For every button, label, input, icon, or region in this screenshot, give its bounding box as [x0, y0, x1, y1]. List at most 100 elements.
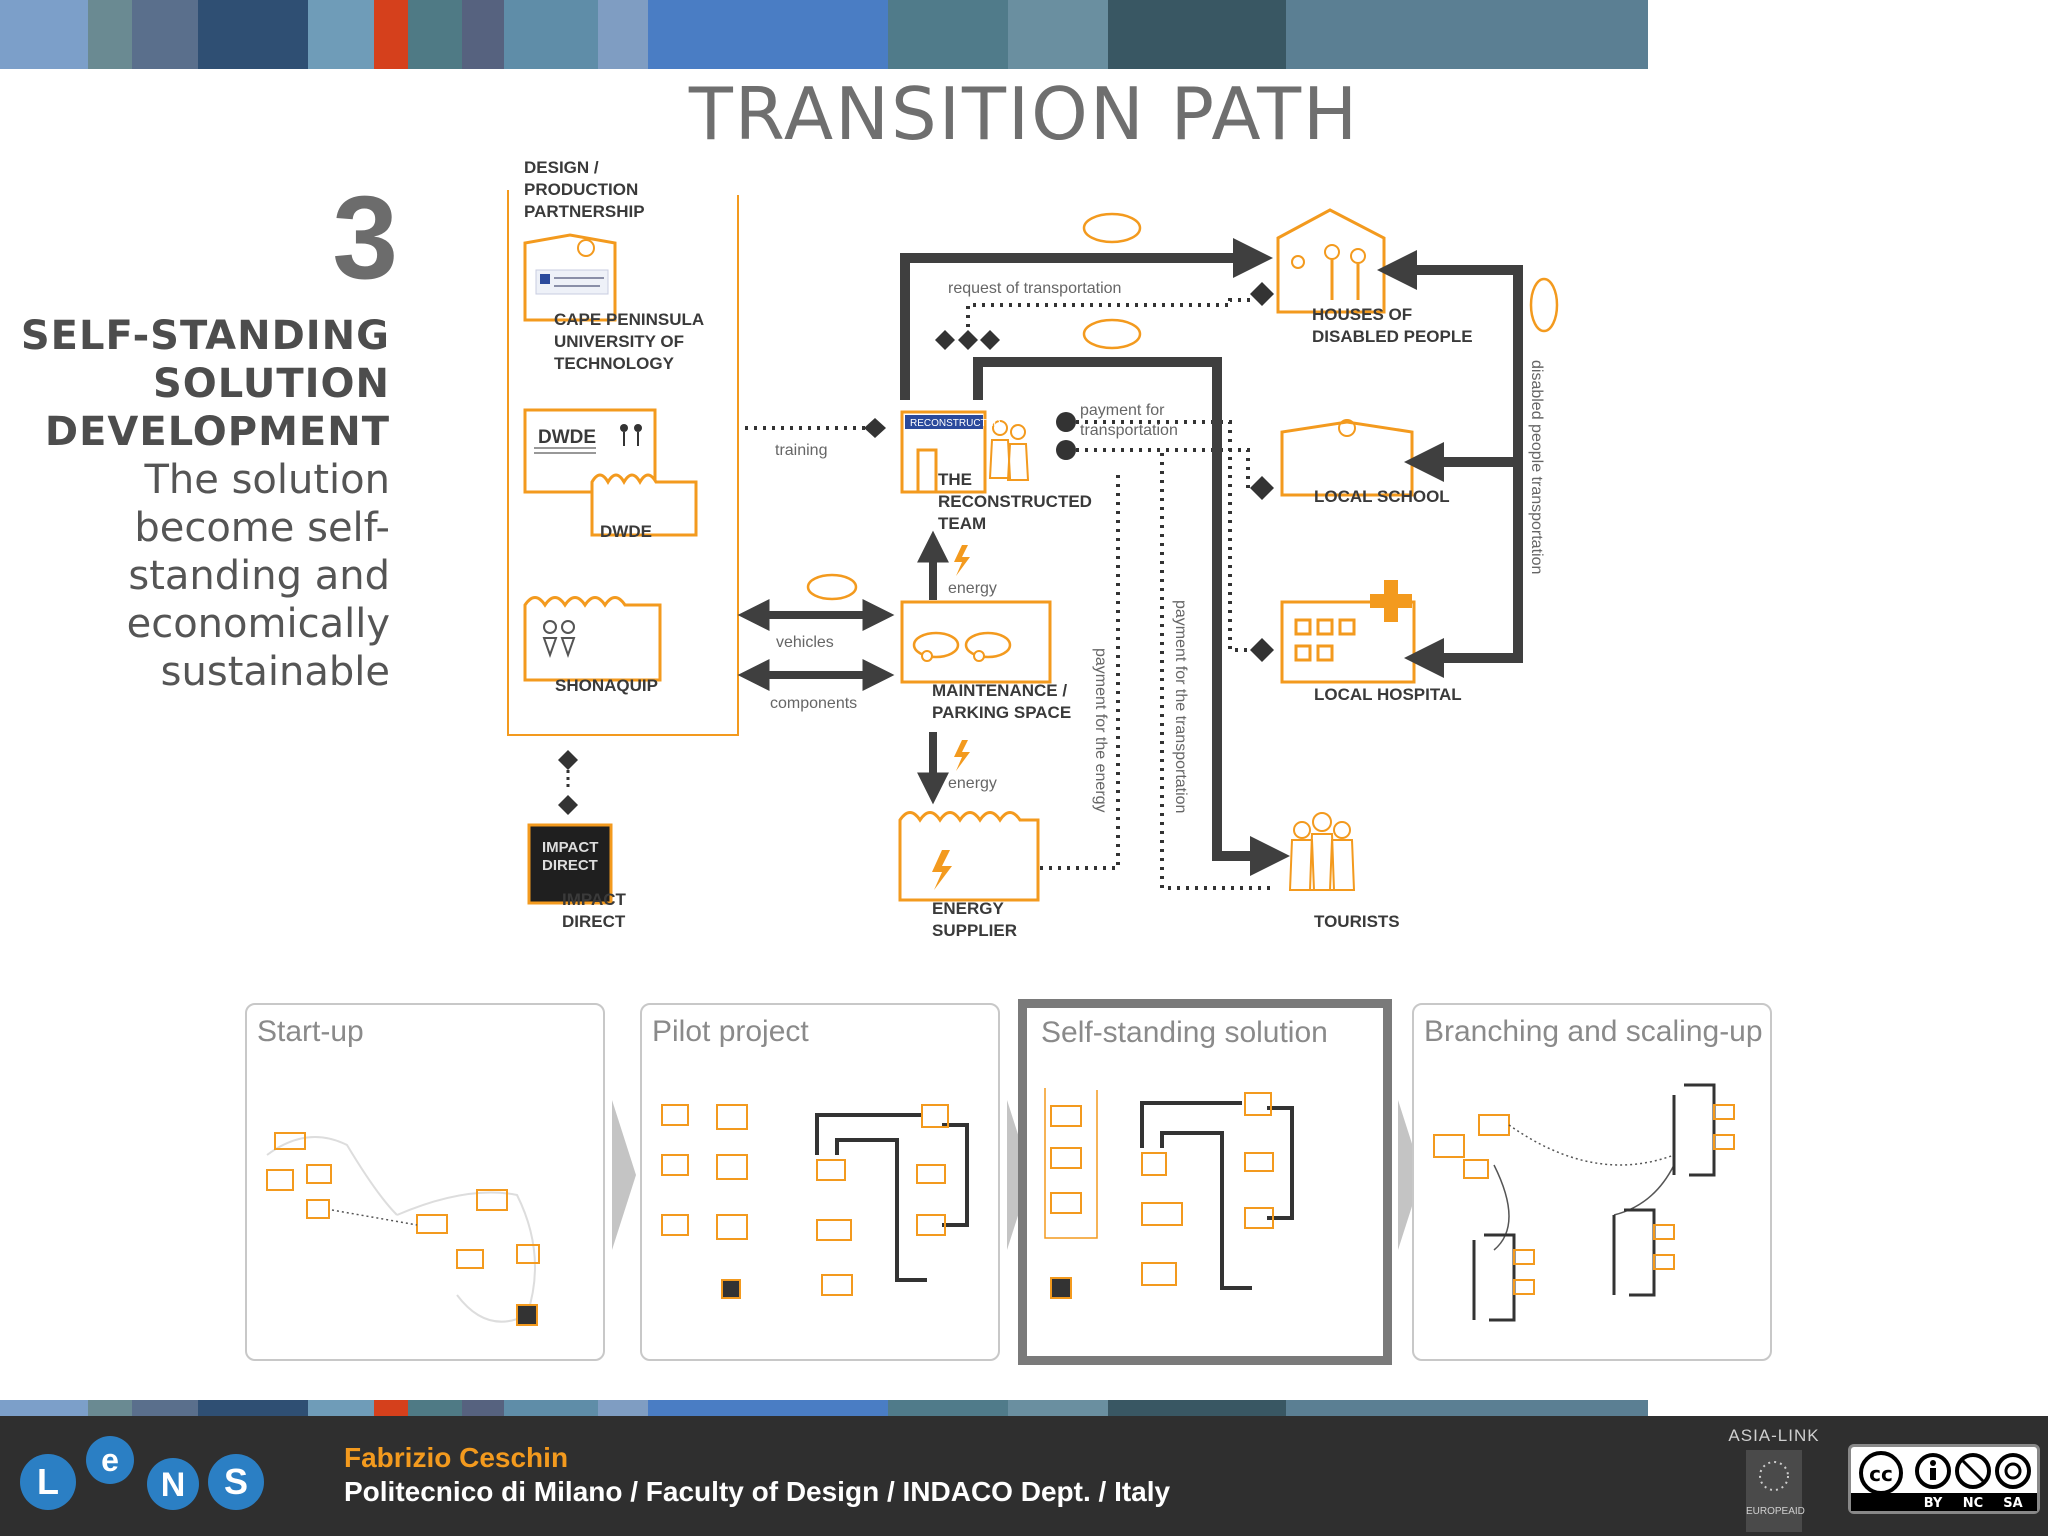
energy-down-label: energy [948, 775, 997, 792]
stage-description-line: standing and [128, 553, 390, 599]
disabled-transport-label: disabled people transportation [1528, 360, 1545, 574]
asia-link-logo: ASIA-LINK EUROPEAID [1724, 1424, 1824, 1534]
maintenance-label: MAINTENANCE / [932, 681, 1067, 700]
system-map-diagram: DESIGN / PRODUCTION PARTNERSHIP CAPE PEN… [507, 158, 1559, 940]
stripe-segment [462, 1400, 504, 1416]
stripe-segment [1286, 0, 1648, 69]
energy-icon [954, 740, 970, 771]
tourists-label: TOURISTS [1314, 912, 1400, 931]
eu-stars-icon [1759, 1461, 1789, 1491]
top-color-stripe [0, 0, 2048, 69]
stripe-segment [374, 0, 408, 69]
payment-transport-flow [1160, 452, 1270, 890]
stage-thumbnail [1044, 1088, 1294, 1299]
creative-commons-license-badge[interactable]: cc BY NC SA [1848, 1444, 2040, 1514]
impact-logo-text: DIRECT [542, 857, 598, 874]
diamond-connector [558, 750, 578, 770]
components-flow-label: components [770, 695, 857, 712]
stripe-segment [0, 1400, 88, 1416]
vehicle-icon [1529, 277, 1559, 333]
stripe-segment [648, 0, 888, 69]
stripe-segment [462, 0, 504, 69]
impact-direct-logo-icon [527, 823, 613, 905]
team-label: RECONSTRUCTED [938, 492, 1092, 511]
stage-label: Start-up [257, 1015, 364, 1048]
shonaquip-label: SHONAQUIP [555, 676, 658, 695]
stage-description-block: SELF-STANDING SOLUTION DEVELOPMENT The s… [0, 312, 390, 696]
author-name: Fabrizio Ceschin [344, 1442, 569, 1473]
payment-energy-label: payment for the energy [1092, 648, 1109, 813]
stage-heading-line: DEVELOPMENT [44, 409, 390, 455]
stripe-segment [1286, 1400, 1648, 1416]
stripe-segment [88, 0, 132, 69]
stripe-segment [648, 1400, 888, 1416]
stripe-segment [1008, 0, 1108, 69]
maintenance-building-icon [900, 600, 1052, 684]
cput-building-icon [523, 233, 617, 322]
dwde-logo-text: DWDE [538, 427, 596, 448]
stripe-segment [598, 0, 648, 69]
stage-description-line: economically [126, 601, 390, 647]
stage-heading: SELF-STANDING SOLUTION DEVELOPMENT [0, 312, 390, 456]
energy-supplier-label: ENERGY [932, 899, 1004, 918]
stripe-segment [1108, 0, 1286, 69]
stage-panel-branching[interactable]: Branching and scaling-up [1412, 1003, 1772, 1361]
stage-heading-line: SOLUTION [152, 361, 390, 407]
shonaquip-building-icon [523, 596, 662, 682]
stripe-segment [1108, 1400, 1286, 1416]
lens-letter: N [161, 1466, 186, 1504]
partnership-label: PARTNERSHIP [524, 202, 645, 221]
partnership-bracket [507, 190, 739, 736]
stripe-segment [0, 0, 88, 69]
stripe-segment [888, 0, 1008, 69]
partnership-label: PRODUCTION [524, 180, 638, 199]
cc-label: SA [2003, 1496, 2022, 1511]
school-label: LOCAL SCHOOL [1314, 487, 1450, 506]
stage-label: Pilot project [652, 1015, 809, 1048]
vehicles-flow-label: vehicles [776, 634, 834, 651]
cc-icons: cc BY NC SA [1851, 1451, 2037, 1511]
cput-label: CAPE PENINSULA [554, 310, 704, 329]
dwde-label: DWDE [600, 522, 652, 541]
diamond-connector [558, 795, 578, 815]
training-flow-label: training [775, 442, 827, 459]
dwde-building-icon [523, 408, 698, 537]
vehicle-icon [1082, 318, 1142, 350]
stage-panel-pilot[interactable]: Pilot project [640, 1003, 1000, 1361]
stripe-segment [308, 1400, 374, 1416]
stripe-segment [408, 0, 462, 69]
stage-panel-startup[interactable]: Start-up [245, 1003, 605, 1361]
payment-energy-flow [1040, 472, 1120, 870]
stripe-segment [198, 0, 308, 69]
stripe-segment [1008, 1400, 1108, 1416]
payment-transport-label: transportation [1080, 422, 1178, 439]
energy-supplier-label: SUPPLIER [932, 921, 1017, 940]
team-label: THE [938, 470, 972, 489]
vehicle-icon [806, 573, 858, 601]
stage-number: 3 [332, 172, 398, 304]
energy-supplier-building-icon [898, 811, 1040, 902]
stage-description-line: The solution [144, 457, 390, 503]
reconstructed-team-building-icon [900, 410, 1030, 494]
stripe-segment [308, 0, 374, 69]
lens-letter: L [37, 1461, 59, 1502]
request-transport-flow [966, 298, 1250, 330]
cput-label: UNIVERSITY OF [554, 332, 684, 351]
stage-label: Self-standing solution [1041, 1016, 1328, 1049]
houses-label: HOUSES OF [1312, 305, 1412, 324]
impact-logo-text: IMPACT [542, 839, 598, 856]
asia-link-text: ASIA-LINK [1728, 1426, 1820, 1445]
stripe-segment [198, 1400, 308, 1416]
europeaid-logo: EUROPEAID [1746, 1450, 1805, 1532]
stage-panel-self-standing[interactable]: Self-standing solution [1018, 999, 1392, 1365]
stage-heading-line: SELF-STANDING [20, 313, 390, 359]
europeaid-text: EUROPEAID [1746, 1506, 1805, 1517]
stage-description-line: become self- [134, 505, 390, 551]
stripe-segment [408, 1400, 462, 1416]
stripe-segment [132, 1400, 198, 1416]
payment-transport-long-label: payment for the transportation [1172, 600, 1189, 813]
energy-icon [954, 545, 970, 576]
transport-to-tourists-arrow [973, 357, 1290, 876]
slide-title: TRANSITION PATH [688, 72, 1360, 156]
tourists-icon [1288, 812, 1356, 891]
